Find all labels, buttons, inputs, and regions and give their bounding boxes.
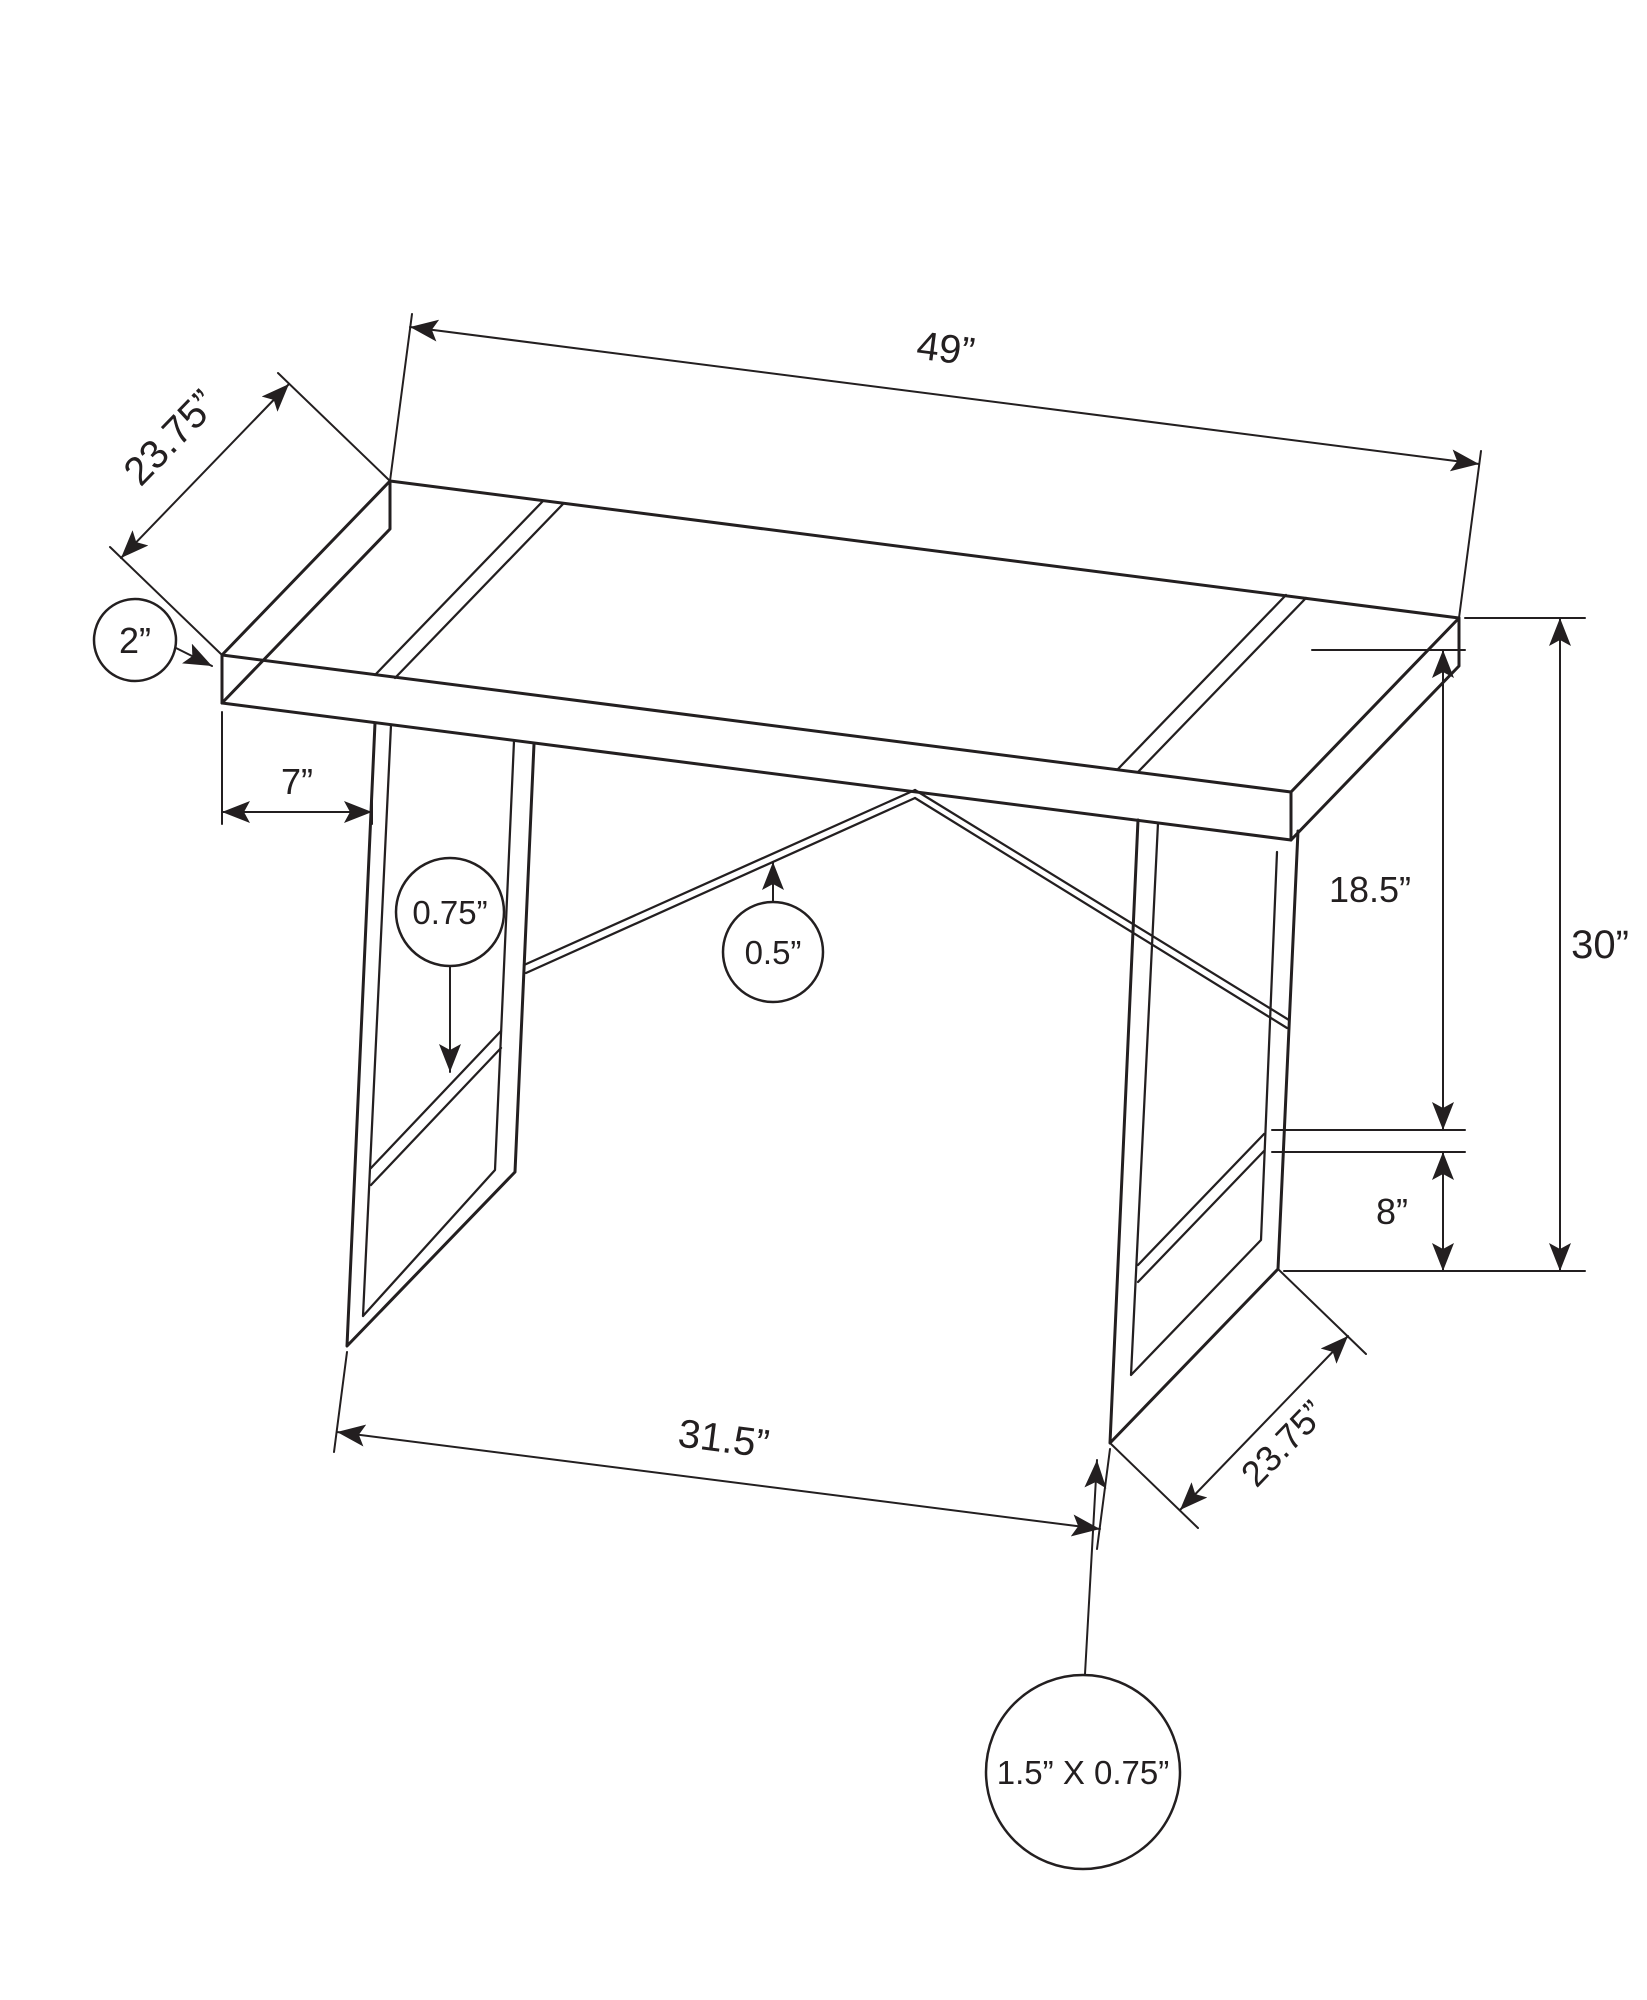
dim-foot-depth-line <box>1179 1335 1349 1511</box>
left-shelf-rail-bottom <box>369 1046 503 1187</box>
dim-top-length-label: 49” <box>914 324 977 375</box>
dim-overhang-label: 7” <box>281 761 313 802</box>
brace-right-lower-edge <box>913 796 1289 1030</box>
right-leg-outer <box>1108 818 1300 1445</box>
desk-top-right-end <box>1289 616 1461 842</box>
dim-shelf-to-floor: 8” <box>1271 1151 1466 1272</box>
dim-foot-span-line <box>336 1424 1101 1537</box>
dim-top-depth-label: 23.75” <box>115 382 225 494</box>
cross-brace <box>522 788 1291 1030</box>
tube-size-leader <box>1084 1459 1107 1675</box>
dim-foot-span-label: 31.5” <box>676 1411 772 1466</box>
desk-top <box>220 479 1461 842</box>
frame-tube-label: 0.75” <box>412 894 487 931</box>
dim-foot-depth-label: 23.75” <box>1233 1392 1333 1494</box>
dim-top-length-line <box>409 319 1480 472</box>
tube-size-label: 1.5” X 0.75” <box>997 1754 1169 1791</box>
dim-top-depth-line <box>120 383 290 559</box>
desk-top-face <box>220 479 1461 794</box>
top-seam-left-outer <box>373 499 545 677</box>
top-seam-left-inner <box>393 502 565 680</box>
dim-foot-span-ext-left <box>333 1351 348 1453</box>
right-shelf-rail-bottom <box>1136 1149 1266 1284</box>
dim-top-length-ext-right <box>1458 450 1482 619</box>
left-leg-frame <box>345 721 536 1348</box>
dim-foot-span-ext-right <box>1096 1448 1111 1550</box>
tube-size-circle <box>984 1673 1182 1871</box>
dim-overall-height-label: 30” <box>1571 923 1629 967</box>
desk-top-front-face <box>220 653 1293 842</box>
top-thickness-label: 2” <box>119 620 151 661</box>
callout-brace: 0.5” <box>721 861 825 1004</box>
top-thickness-leader <box>175 643 213 667</box>
brace-left-upper-edge <box>522 788 917 967</box>
left-leg-inner <box>361 723 516 1318</box>
brace-left-lower-edge <box>524 796 917 975</box>
brace-label: 0.5” <box>745 934 802 971</box>
top-seam-right-inner <box>1116 593 1288 771</box>
dim-overall-height: 30” <box>1283 617 1629 1272</box>
right-leg-inner <box>1129 821 1279 1377</box>
left-shelf-rail-top <box>369 1029 503 1170</box>
right-shelf-rail-top <box>1136 1132 1266 1267</box>
dim-foot-span: 31.5” <box>333 1351 1111 1550</box>
callout-frame-tube: 0.75” <box>394 856 506 1073</box>
dim-shelf-to-floor-label: 8” <box>1376 1191 1408 1232</box>
dim-foot-depth-ext-back <box>1277 1268 1367 1355</box>
right-leg-frame <box>1108 818 1300 1445</box>
callout-top-thickness: 2” <box>92 597 213 683</box>
dim-foot-depth-ext-front <box>1109 1442 1199 1529</box>
dim-foot-depth: 23.75” <box>1109 1268 1367 1529</box>
desk-top-left-end <box>220 479 392 705</box>
brace-right-upper-edge <box>913 788 1291 1022</box>
dim-top-depth-ext-back <box>277 372 391 482</box>
dim-top-depth-ext-front <box>109 546 223 656</box>
top-thickness-circle <box>92 597 178 683</box>
left-leg-outer <box>345 721 536 1348</box>
dim-top-to-shelf-label: 18.5” <box>1329 869 1411 910</box>
callout-tube-size: 1.5” X 0.75” <box>984 1459 1182 1871</box>
dim-overhang: 7” <box>221 711 373 825</box>
top-seam-right-outer <box>1136 596 1308 774</box>
dim-top-length: 49” <box>389 313 1482 619</box>
dim-top-to-shelf: 18.5” <box>1271 649 1466 1131</box>
dim-top-length-ext-left <box>389 313 413 482</box>
